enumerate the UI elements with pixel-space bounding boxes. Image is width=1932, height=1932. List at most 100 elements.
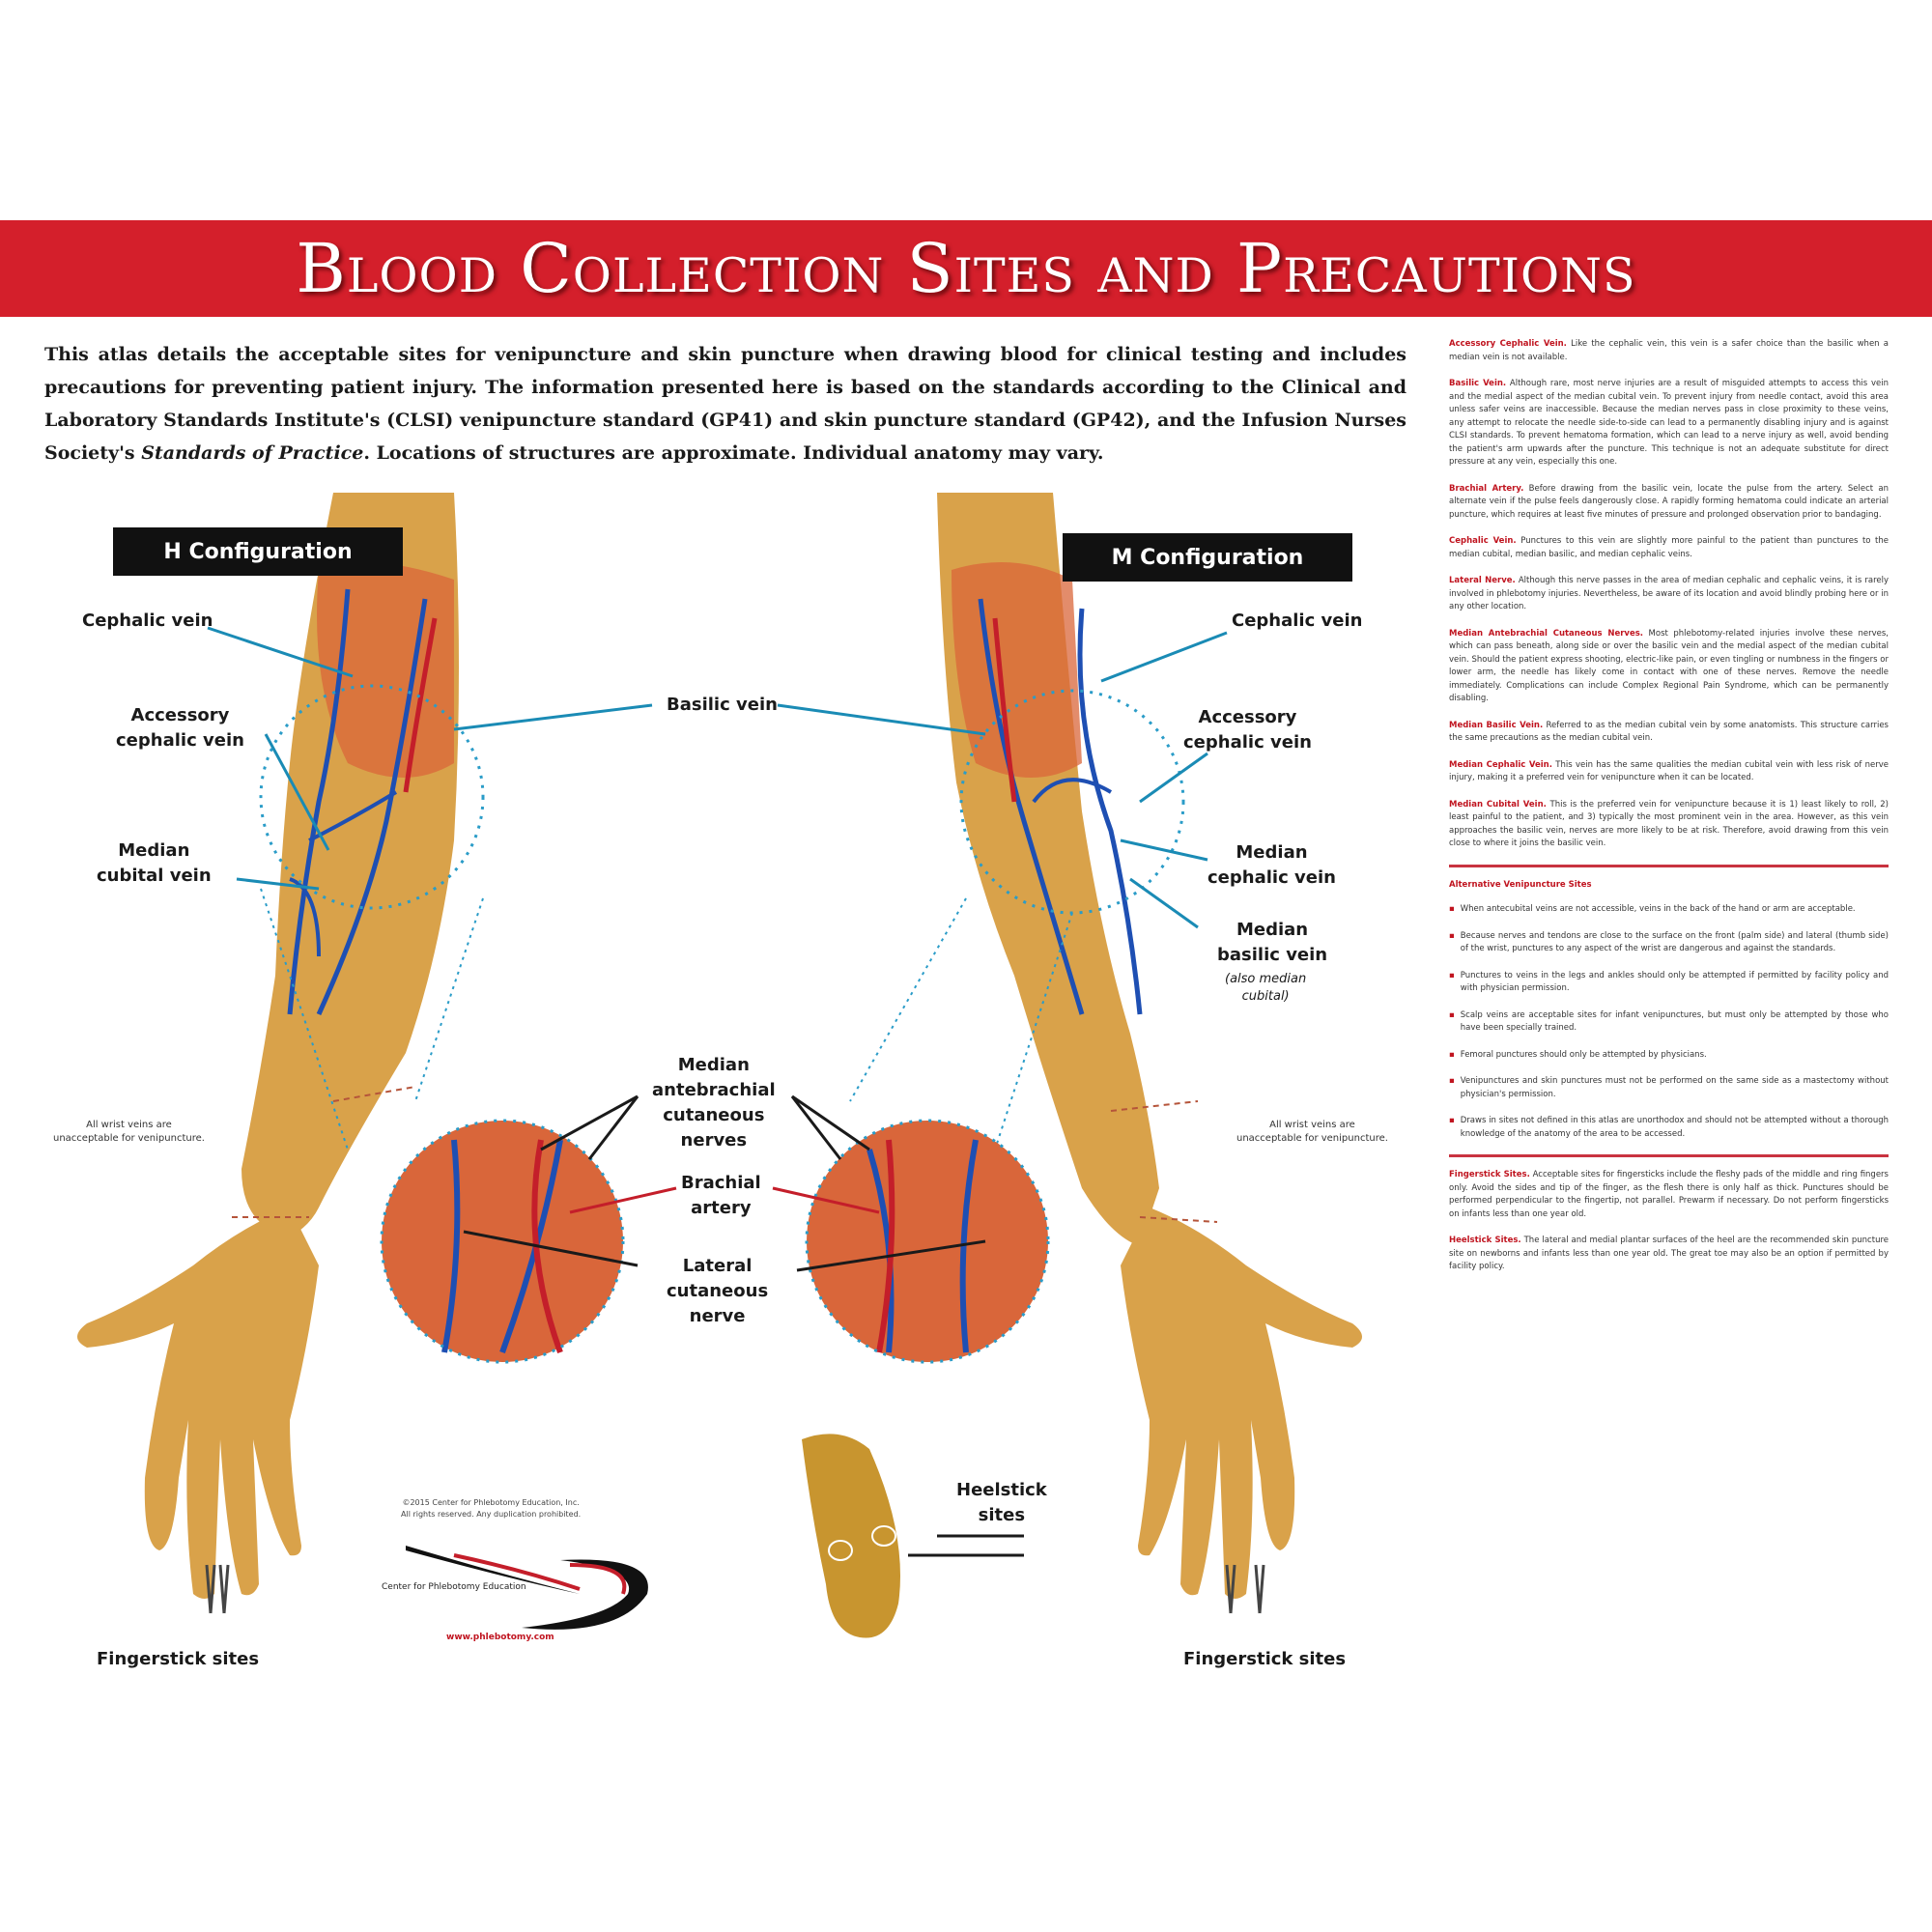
right-fingerstick-label: Fingerstick sites	[1183, 1649, 1347, 1669]
bullet-text: Punctures to veins in the legs and ankle…	[1460, 970, 1889, 994]
sidebar-entry: Accessory Cephalic Vein. Like the cephal…	[1449, 338, 1889, 364]
right-accessory-cephalic-label: Accessory cephalic vein	[1183, 705, 1312, 755]
anatomy-diagram: H Configuration M Configuration Cephalic…	[0, 473, 1430, 1729]
sidebar-entry: Median Cephalic Vein. This vein has the …	[1449, 759, 1889, 785]
brachial-line-2: artery	[691, 1198, 752, 1218]
entry-term: Basilic Vein.	[1449, 379, 1507, 388]
lateral-line-1: Lateral	[682, 1256, 753, 1276]
right-zoom-circle	[805, 1119, 1050, 1364]
left-wrist-note-line-1: All wrist veins are	[86, 1120, 172, 1130]
bullet-icon: ▪	[1449, 930, 1455, 941]
left-wrist-note: All wrist veins are unacceptable for veni…	[53, 1119, 205, 1146]
entry-text: The lateral and medial plantar surfaces …	[1449, 1236, 1889, 1271]
sidebar-entry: Lateral Nerve. Although this nerve passe…	[1449, 575, 1889, 614]
entry-term: Median Basilic Vein.	[1449, 720, 1544, 730]
bullet-icon: ▪	[1449, 1009, 1455, 1020]
bullet-icon: ▪	[1449, 1049, 1455, 1060]
logo-name: Center for Phlebotomy Education	[382, 1582, 526, 1592]
divider	[1449, 1154, 1889, 1157]
entry-text: Acceptable sites for fingersticks includ…	[1449, 1170, 1889, 1219]
alternative-sites-heading: Alternative Venipuncture Sites	[1449, 879, 1592, 890]
right-cephalic-vein-label: Cephalic vein	[1232, 611, 1363, 631]
right-median-cephalic-line-2: cephalic vein	[1208, 867, 1336, 888]
entry-term: Brachial Artery.	[1449, 483, 1524, 494]
right-median-basilic-line-1: Median	[1236, 920, 1309, 940]
sidebar-entry: Fingerstick Sites. Acceptable sites for …	[1449, 1169, 1889, 1221]
sidebar-entry: Median Basilic Vein. Referred to as the …	[1449, 720, 1889, 746]
left-wrist-note-line-2: unacceptable for venipuncture.	[53, 1133, 205, 1144]
left-accessory-cephalic-label: Accessory cephalic vein	[116, 703, 244, 753]
heelstick-line-2: sites	[978, 1505, 1026, 1525]
sidebar-entry: Median Cubital Vein. This is the preferr…	[1449, 799, 1889, 851]
entry-text: Punctures to this vein are slightly more…	[1449, 536, 1889, 559]
entry-text: Referred to as the median cubital vein b…	[1449, 720, 1889, 744]
copyright-line-1: ©2015 Center for Phlebotomy Education, I…	[402, 1498, 580, 1507]
right-median-basilic-note-1: (also median	[1225, 972, 1307, 986]
right-accessory-line-1: Accessory	[1198, 707, 1297, 727]
heelstick-line-1: Heelstick	[956, 1480, 1047, 1500]
leader-lines	[207, 626, 1228, 1557]
page-title: Blood Collection Sites and Precautions	[296, 229, 1636, 308]
entry-text: Before drawing from the basilic vein, lo…	[1449, 483, 1889, 520]
left-median-cubital-line-2: cubital vein	[97, 866, 212, 886]
brachial-artery-label: Brachial artery	[681, 1171, 761, 1221]
entry-text: Like the cephalic vein, this vein is a s…	[1449, 339, 1889, 362]
sidebar-entry: Cephalic Vein. Punctures to this vein ar…	[1449, 535, 1889, 561]
entry-text: Although this nerve passes in the area o…	[1449, 576, 1889, 611]
entry-term: Lateral Nerve.	[1449, 576, 1516, 585]
entry-term: Median Cubital Vein.	[1449, 799, 1547, 810]
intro-italic: Standards of Practice	[141, 442, 364, 464]
bullet-text: Venipunctures and skin punctures must no…	[1460, 1076, 1889, 1099]
right-wrist-note-line-1: All wrist veins are	[1269, 1120, 1355, 1130]
bullet-item: ▪When antecubital veins are not accessib…	[1449, 903, 1889, 917]
left-arm	[77, 493, 485, 1614]
lateral-line-2: cutaneous	[667, 1281, 769, 1301]
bullet-text: Draws in sites not defined in this atlas…	[1460, 1116, 1889, 1139]
title-banner: Blood Collection Sites and Precautions	[0, 220, 1932, 317]
arm-illustration	[77, 493, 1362, 1638]
entry-text: Although rare, most nerve injuries are a…	[1449, 379, 1889, 467]
bullet-text: When antecubital veins are not accessibl…	[1460, 904, 1856, 914]
h-configuration-label: H Configuration	[113, 527, 403, 576]
mac-line-4: nerves	[680, 1130, 748, 1151]
bullet-item: ▪Punctures to veins in the legs and ankl…	[1449, 970, 1889, 996]
right-wrist-note: All wrist veins are unacceptable for veni…	[1236, 1119, 1388, 1146]
bullet-item: ▪Femoral punctures should only be attemp…	[1449, 1049, 1889, 1063]
right-median-basilic-line-2: basilic vein	[1217, 945, 1328, 965]
left-accessory-line-1: Accessory	[130, 705, 230, 725]
divider	[1449, 864, 1889, 867]
bullet-item: ▪Scalp veins are acceptable sites for in…	[1449, 1009, 1889, 1036]
bullet-item: ▪ Because nerves and tendons are close to…	[1449, 930, 1889, 956]
entry-term: Median Cephalic Vein.	[1449, 759, 1552, 770]
mac-line-1: Median	[677, 1055, 750, 1075]
entry-term: Fingerstick Sites.	[1449, 1170, 1530, 1179]
sidebar-entry: Brachial Artery. Before drawing from the…	[1449, 483, 1889, 523]
m-configuration-label: M Configuration	[1063, 533, 1352, 582]
right-median-cephalic-line-1: Median	[1236, 842, 1308, 863]
left-fingerstick-label: Fingerstick sites	[97, 1649, 260, 1669]
sidebar-entry: Basilic Vein. Although rare, most nerve …	[1449, 378, 1889, 469]
intro-text-2: . Locations of structures are approximat…	[363, 442, 1104, 464]
logo-url: www.phlebotomy.com	[446, 1633, 554, 1642]
right-wrist-note-line-2: unacceptable for venipuncture.	[1236, 1133, 1388, 1144]
bullet-text: Because nerves and tendons are close to …	[1460, 930, 1889, 954]
brachial-line-1: Brachial	[681, 1173, 761, 1193]
mac-line-2: antebrachial	[652, 1080, 776, 1100]
skin-puncture-entries: Fingerstick Sites. Acceptable sites for …	[1449, 1169, 1889, 1274]
copyright-line-2: All rights reserved. Any duplication pro…	[401, 1510, 582, 1519]
entry-text: This is the preferred vein for venipunct…	[1449, 799, 1889, 849]
left-accessory-line-2: cephalic vein	[116, 730, 244, 751]
right-accessory-line-2: cephalic vein	[1183, 732, 1312, 753]
left-cephalic-vein-label: Cephalic vein	[82, 611, 213, 631]
logo-swoosh	[406, 1546, 648, 1630]
copyright-notice: ©2015 Center for Phlebotomy Education, I…	[401, 1497, 581, 1520]
right-median-basilic-label: Median basilic vein	[1217, 918, 1327, 968]
heelstick-sites-label: Heelstick sites	[956, 1478, 1047, 1528]
bullet-item: ▪Draws in sites not defined in this atla…	[1449, 1115, 1889, 1141]
entry-text: Most phlebotomy-related injuries involve…	[1449, 628, 1889, 704]
entry-term: Median Antebrachial Cutaneous Nerves.	[1449, 628, 1644, 639]
